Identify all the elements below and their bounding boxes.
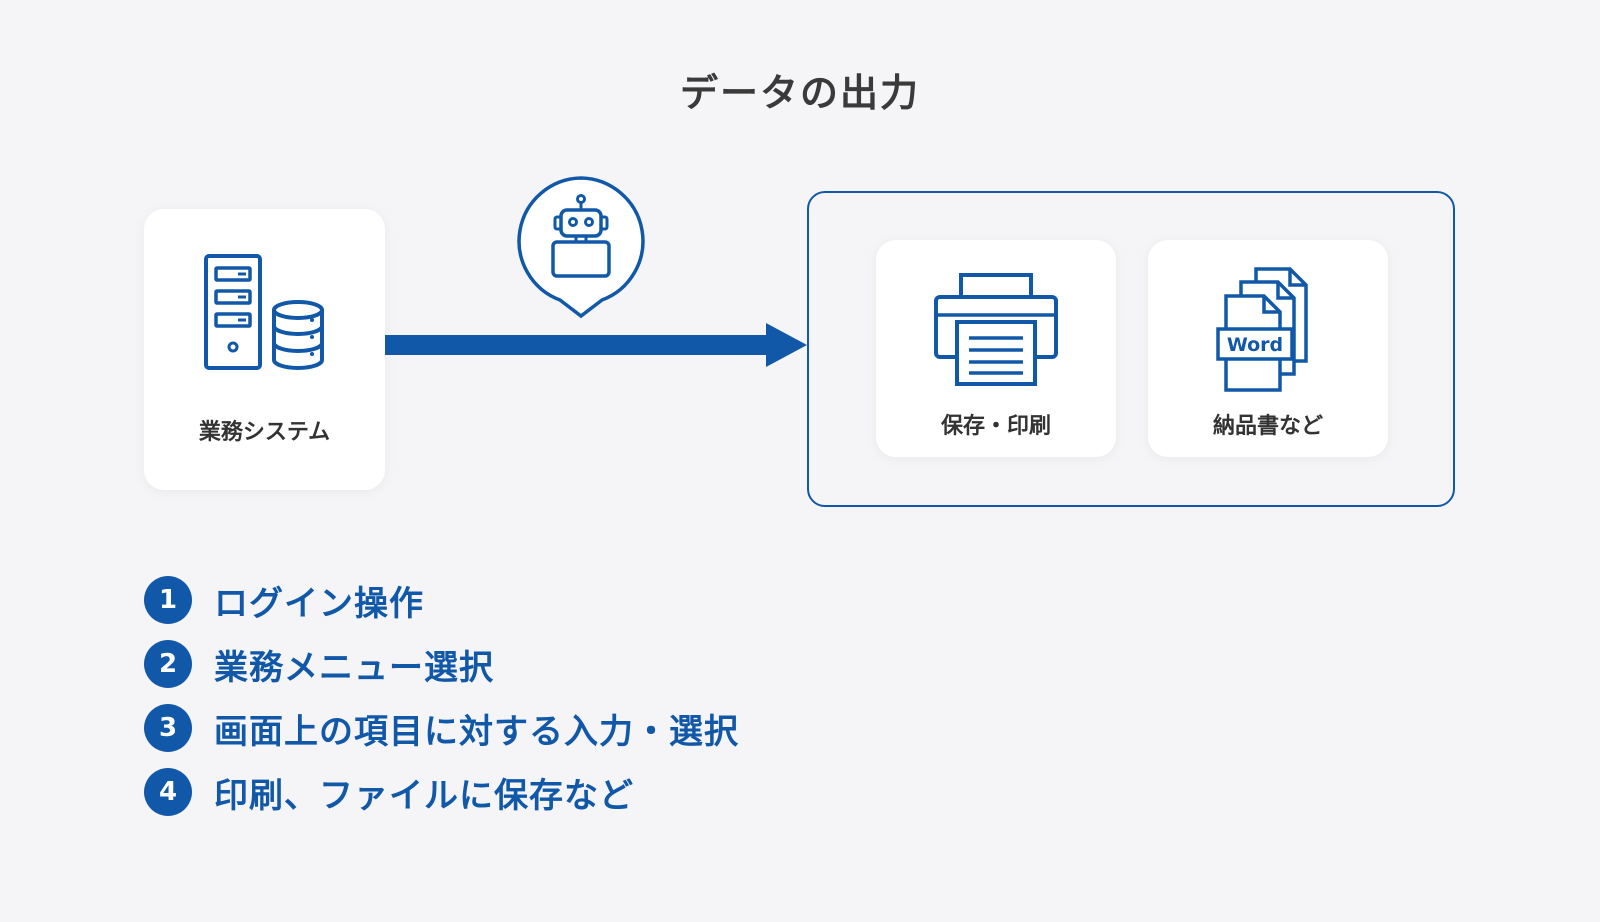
server-database-icon <box>204 254 324 370</box>
step-number-badge: 1 <box>144 576 192 624</box>
step-number-badge: 4 <box>144 768 192 816</box>
step-text: 画面上の項目に対する入力・選択 <box>214 711 739 752</box>
step-text: 業務メニュー選択 <box>214 647 494 688</box>
arrow-right-icon <box>385 323 807 367</box>
step-number-badge: 2 <box>144 640 192 688</box>
step-number-badge: 3 <box>144 704 192 752</box>
business-system-label: 業務システム <box>198 420 331 445</box>
delivery-note-card: Word 納品書など <box>1148 240 1388 457</box>
delivery-note-label: 納品書など <box>1212 414 1323 439</box>
output-group-frame <box>807 191 1455 507</box>
save-print-card: 保存・印刷 <box>876 240 1116 457</box>
save-print-label: 保存・印刷 <box>940 414 1051 439</box>
robot-icon <box>517 176 645 319</box>
word-document-icon: Word <box>1216 267 1308 392</box>
step-item: 3 画面上の項目に対する入力・選択 <box>144 696 739 760</box>
page-title: データの出力 <box>679 71 920 115</box>
step-item: 4 印刷、ファイルに保存など <box>144 760 739 824</box>
business-system-card: 業務システム <box>144 209 385 490</box>
step-text: 印刷、ファイルに保存など <box>214 775 634 816</box>
steps-list: 1 ログイン操作 2 業務メニュー選択 3 画面上の項目に対する入力・選択 4 … <box>144 568 739 824</box>
printer-icon <box>934 273 1058 386</box>
step-item: 1 ログイン操作 <box>144 568 739 632</box>
step-item: 2 業務メニュー選択 <box>144 632 739 696</box>
word-badge-text: Word <box>1227 334 1283 356</box>
step-text: ログイン操作 <box>214 583 424 624</box>
